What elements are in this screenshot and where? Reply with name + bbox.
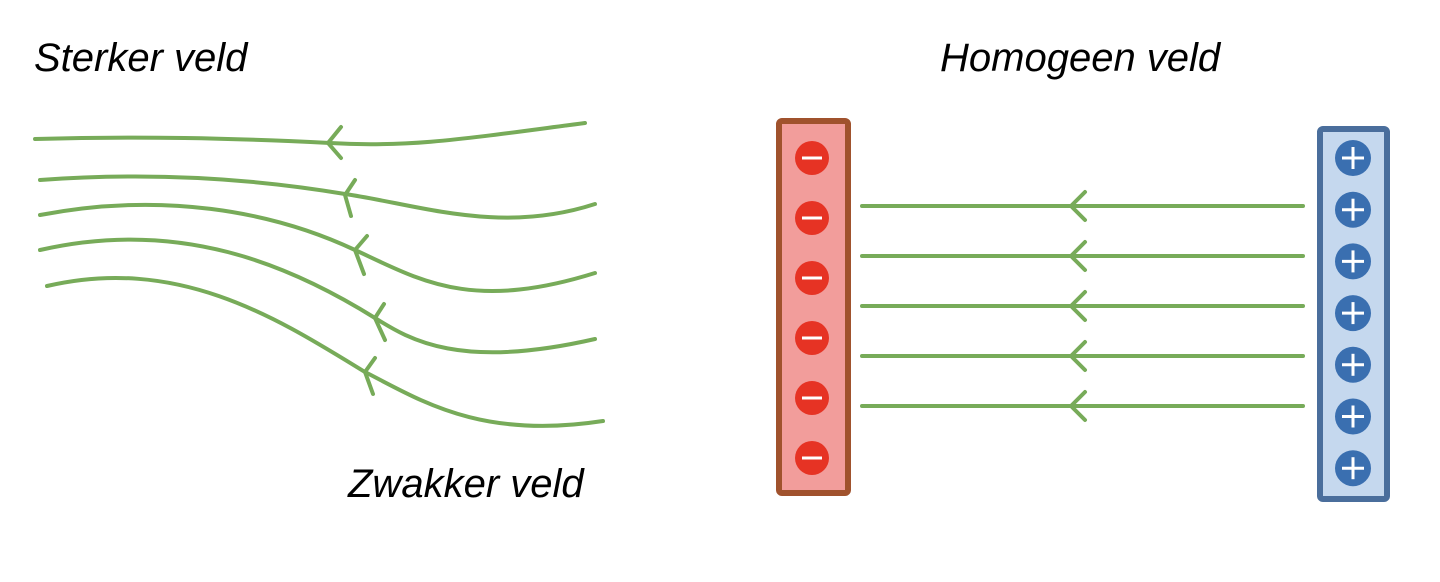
arrowhead-uniform: [1069, 290, 1087, 322]
negative-charge-icon: [795, 441, 829, 475]
positive-charge-icon: [1335, 346, 1371, 383]
nonuniform-field-lines: [33, 121, 605, 428]
field-line-nonuniform-4: [38, 237, 597, 355]
negative-charge-icon: [795, 381, 829, 415]
positive-charge-icon: [1335, 295, 1371, 332]
arrowhead-nonuniform-2: [343, 178, 357, 218]
arrowhead-nonuniform-3: [353, 234, 369, 276]
arrowhead-uniform: [1069, 340, 1087, 372]
arrowhead-uniform: [1069, 190, 1087, 222]
arrowhead-nonuniform-4: [373, 302, 387, 342]
arrowhead-uniform: [1069, 240, 1087, 272]
positive-charge-icon: [1335, 398, 1371, 435]
arrowhead-uniform: [1069, 390, 1087, 422]
negative-charge-icon: [795, 141, 829, 175]
negative-plate: [776, 118, 851, 496]
negative-plate-body: [776, 118, 851, 496]
positive-plate: [1317, 126, 1390, 502]
weak-field-label: Zwakker veld: [348, 462, 584, 506]
arrowhead-nonuniform-1: [326, 125, 343, 160]
field-line-nonuniform-1: [33, 121, 587, 147]
uniform-field-lines: [860, 190, 1305, 422]
arrowheads-nonuniform: [326, 125, 387, 396]
homogeneous-field-label: Homogeen veld: [940, 36, 1221, 80]
positive-charge-icon: [1335, 140, 1371, 176]
positive-charge-icon: [1335, 191, 1371, 228]
negative-charge-icon: [795, 261, 829, 295]
field-line-nonuniform-2: [38, 174, 597, 220]
strong-field-label: Sterker veld: [34, 36, 248, 80]
negative-charge-icon: [795, 201, 829, 235]
positive-charge-icon: [1335, 450, 1371, 487]
negative-charge-icon: [795, 321, 829, 355]
arrowhead-nonuniform-5: [363, 356, 377, 396]
positive-charge-icon: [1335, 243, 1371, 280]
